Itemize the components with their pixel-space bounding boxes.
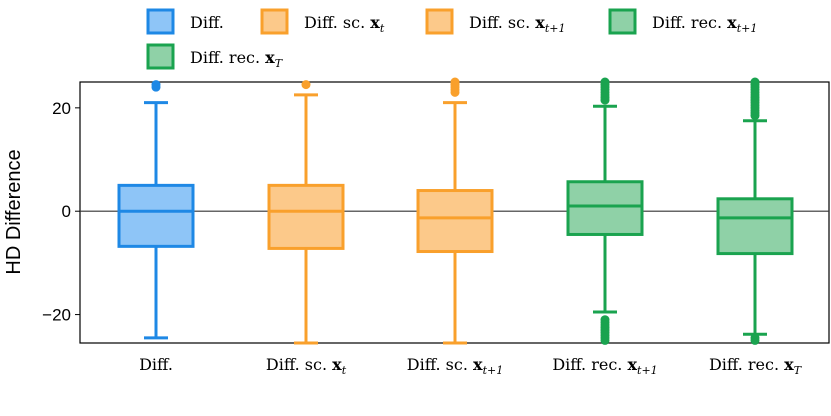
legend-swatch (608, 8, 637, 35)
x-tick-label-bold: x (473, 355, 483, 374)
legend-item: Diff. rec. xT (146, 43, 284, 70)
x-tick-label: Diff. sc. xt (266, 355, 347, 377)
legend-label: Diff. (190, 13, 224, 32)
x-tick-label-bold: x (627, 355, 637, 374)
x-tick-label: Diff. rec. xt+1 (552, 355, 657, 377)
box-0 (117, 80, 195, 340)
legend-label: Diff. rec. xT (190, 48, 284, 70)
outlier-point (151, 80, 161, 90)
x-tick-label-bold: x (784, 355, 794, 374)
legend-label-subscript: t+1 (545, 22, 566, 35)
x-tick-label-subscript: t+1 (483, 364, 504, 377)
legend-swatch (146, 43, 175, 70)
x-tick-label: Diff. rec. xT (709, 355, 803, 377)
legend-swatch (260, 8, 289, 35)
legend-label-subscript: T (275, 57, 284, 70)
x-tick-label-text: Diff. rec. (552, 355, 627, 374)
y-tick-label: 0 (62, 202, 71, 221)
legend-label: Diff. sc. xt+1 (469, 13, 565, 35)
legend-label-subscript: t+1 (737, 22, 758, 35)
box-body (267, 183, 345, 250)
legend-swatch (425, 8, 454, 35)
legend-label-bold: x (370, 13, 380, 32)
box-body (416, 189, 494, 254)
legend-swatch (146, 8, 175, 35)
outlier-point (750, 335, 760, 345)
legend-label-bold: x (265, 48, 275, 67)
y-axis: −20 0 20 (42, 99, 80, 325)
outlier-point (750, 77, 760, 87)
outlier-point (450, 77, 460, 87)
x-tick-label-subscript: t (342, 364, 347, 377)
x-tick-label-text: Diff. (139, 355, 173, 374)
x-tick-label-subscript: T (794, 364, 803, 377)
outlier-point (600, 77, 610, 87)
boxes (117, 77, 794, 345)
box-1 (267, 80, 345, 345)
legend-label-text: Diff. sc. (469, 13, 535, 32)
legend-label-text: Diff. rec. (652, 13, 727, 32)
x-tick-label-text: Diff. sc. (407, 355, 473, 374)
y-tick-label: 20 (52, 99, 71, 118)
outlier-point (600, 335, 610, 345)
x-tick-label-bold: x (332, 355, 342, 374)
box-body (566, 180, 644, 236)
legend-label-subscript: t (380, 22, 385, 35)
x-tick-label: Diff. (139, 355, 173, 374)
x-tick-label-text: Diff. rec. (709, 355, 784, 374)
y-axis-label: HD Difference (3, 149, 25, 274)
x-tick-label: Diff. sc. xt+1 (407, 355, 503, 377)
box-4 (716, 77, 794, 345)
legend-item: Diff. rec. xt+1 (608, 8, 757, 35)
legend-label-bold: x (535, 13, 545, 32)
legend-label: Diff. sc. xt (304, 13, 385, 35)
x-tick-label-subscript: t+1 (637, 364, 658, 377)
legend-label: Diff. rec. xt+1 (652, 13, 757, 35)
legend-item: Diff. sc. xt+1 (425, 8, 565, 35)
legend-label-text: Diff. (190, 13, 224, 32)
legend-item: Diff. (146, 8, 224, 35)
box-3 (566, 77, 644, 345)
box-2 (416, 77, 494, 345)
legend-item: Diff. sc. xt (260, 8, 385, 35)
box-body (716, 197, 794, 256)
outlier-point (301, 80, 311, 90)
legend-label-text: Diff. rec. (190, 48, 265, 67)
y-tick-label: −20 (42, 306, 71, 325)
x-tick-label-text: Diff. sc. (266, 355, 332, 374)
legend-label-bold: x (727, 13, 737, 32)
box-body (117, 183, 195, 248)
legend-label-text: Diff. sc. (304, 13, 370, 32)
